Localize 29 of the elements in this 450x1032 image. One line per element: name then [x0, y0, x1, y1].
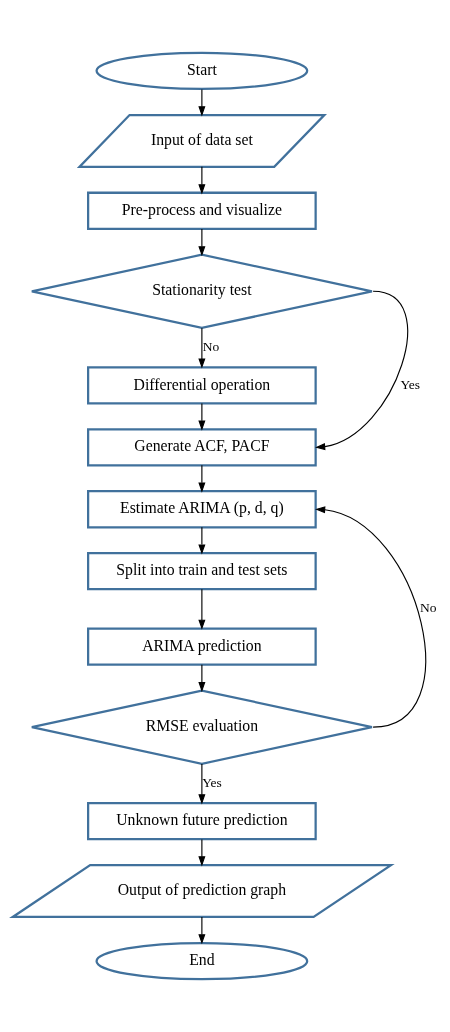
node-box: Pre-process and visualize — [87, 191, 317, 230]
arrow — [198, 526, 206, 555]
arrow — [198, 464, 206, 493]
arrow — [198, 228, 206, 257]
node-ellipse: Start — [95, 51, 309, 90]
arrow — [198, 166, 206, 195]
node-box: Unknown future prediction — [87, 802, 317, 841]
edge-label: No — [202, 339, 220, 355]
arrow — [315, 506, 426, 728]
edge-label: No — [420, 600, 437, 616]
arrow — [198, 88, 206, 117]
arrow — [198, 763, 206, 805]
arrow — [198, 402, 206, 431]
node-diamond: RMSE evaluation — [30, 689, 374, 765]
arrow — [315, 290, 409, 451]
node-box: Estimate ARIMA (p, d, q) — [87, 490, 317, 529]
node-diamond: Stationarity test — [30, 253, 374, 330]
node-box: ARIMA prediction — [87, 627, 317, 666]
node-box: Split into train and test sets — [87, 552, 317, 591]
arrow — [198, 588, 206, 630]
node-box: Differential operation — [87, 366, 317, 405]
edge-label: Yes — [202, 774, 222, 790]
arrow — [198, 838, 206, 867]
edge-label: Yes — [400, 376, 421, 392]
arrow — [198, 327, 206, 369]
node-box: Generate ACF, PACF — [87, 428, 317, 467]
arrow — [198, 916, 206, 945]
node-ellipse: End — [95, 942, 309, 981]
arrow — [198, 664, 206, 693]
